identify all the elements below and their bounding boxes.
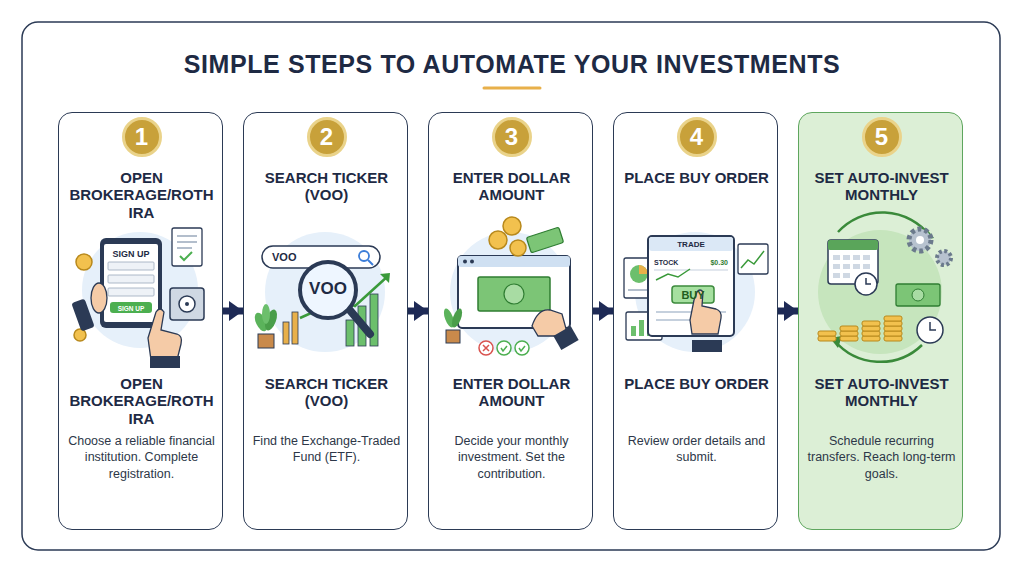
step-heading: ENTER DOLLAR AMOUNT	[434, 169, 589, 204]
step-number-circle: 3	[492, 117, 532, 157]
flow-arrow	[593, 308, 613, 315]
step-heading: SEARCH TICKER (VOO)	[249, 375, 404, 410]
step-card: PLACE BUY ORDER PLACE BUY ORDER Review ord…	[613, 112, 778, 530]
illustration-label: BUY	[672, 288, 714, 302]
step-number-circle: 5	[862, 117, 902, 157]
step-number-circle: 1	[122, 117, 162, 157]
step-card: SEARCH TICKER (VOO) SEARCH TICKER (VOO) Fi…	[243, 112, 408, 530]
illustration-label: SIGN UP	[110, 304, 152, 314]
step-heading: OPEN BROKERAGE/ROTH IRA	[64, 169, 219, 221]
step-number-circle: 2	[307, 117, 347, 157]
illustration-label: SIGN UP	[104, 248, 158, 260]
illustration-label: $0.30	[696, 258, 728, 268]
step-heading: PLACE BUY ORDER	[619, 169, 774, 186]
step-number: 4	[680, 120, 714, 154]
step-number: 3	[495, 120, 529, 154]
step-heading: OPEN BROKERAGE/ROTH IRA	[64, 375, 219, 427]
step-heading: PLACE BUY ORDER	[619, 375, 774, 392]
illustration-label: VOO	[272, 250, 312, 264]
illustration-label: VOO	[298, 279, 358, 299]
step-number-circle: 4	[677, 117, 717, 157]
step-description: Review order details and submit.	[620, 433, 773, 466]
step-description: Find the Exchange-Traded Fund (ETF).	[250, 433, 403, 466]
flow-arrow	[223, 308, 243, 315]
flow-arrow	[778, 308, 798, 315]
step-heading: ENTER DOLLAR AMOUNT	[434, 375, 589, 410]
illustration-label: STOCK	[654, 258, 688, 268]
illustration-label: TRADE	[649, 239, 733, 250]
step-description: Decide your monthly investment. Set the …	[435, 433, 588, 482]
step-description: Schedule recurring transfers. Reach long…	[805, 433, 958, 482]
step-card: SET AUTO-INVEST MONTHLY SET AUTO-INVEST M…	[798, 112, 963, 530]
step-heading: SET AUTO-INVEST MONTHLY	[804, 169, 959, 204]
step-heading: SET AUTO-INVEST MONTHLY	[804, 375, 959, 410]
step-number: 5	[865, 120, 899, 154]
step-description: Choose a reliable financial institution.…	[65, 433, 218, 482]
step-number: 2	[310, 120, 344, 154]
step-number: 1	[125, 120, 159, 154]
flow-arrow	[408, 308, 428, 315]
diagram-title: SIMPLE STEPS TO AUTOMATE YOUR INVESTMENT…	[0, 50, 1024, 79]
step-card: OPEN BROKERAGE/ROTH IRA OPEN BROKERAGE/RO…	[58, 112, 223, 530]
step-heading: SEARCH TICKER (VOO)	[249, 169, 404, 204]
step-card: ENTER DOLLAR AMOUNT ENTER DOLLAR AMOUNT De…	[428, 112, 593, 530]
